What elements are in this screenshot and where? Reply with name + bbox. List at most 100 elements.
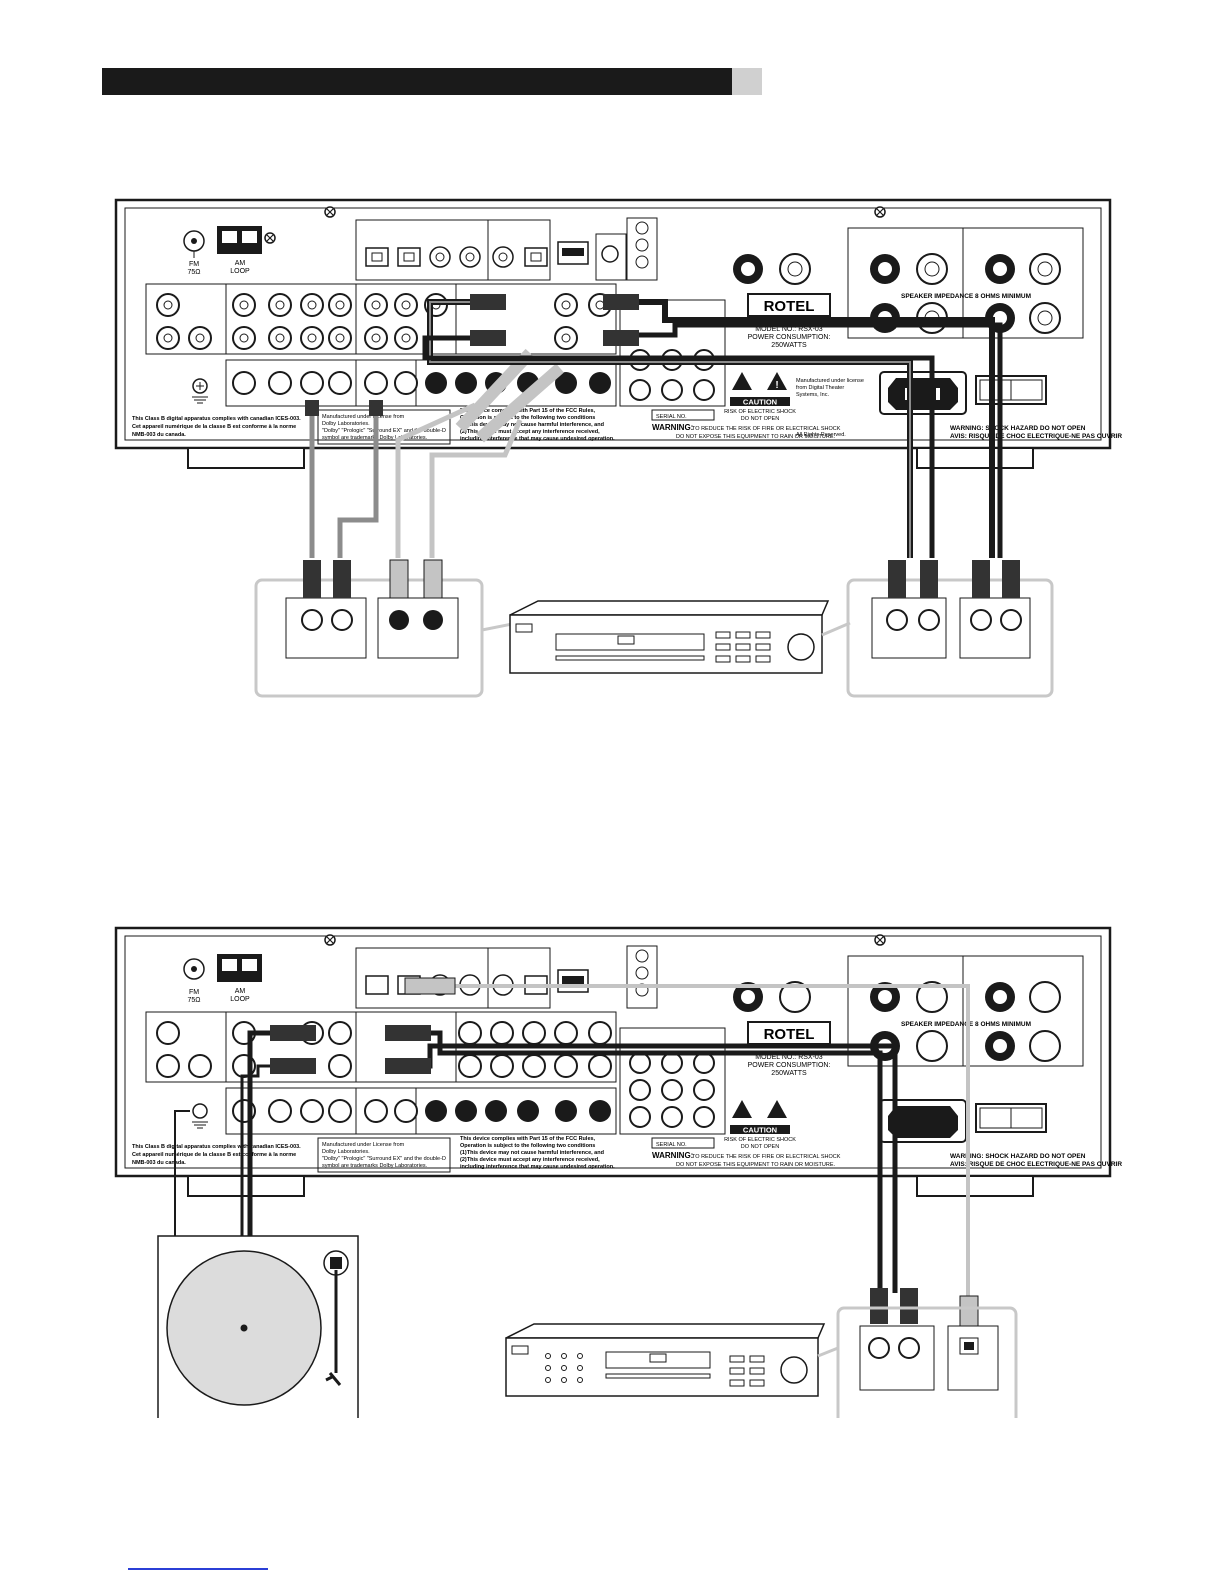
coaxial-input-jack [459,246,481,268]
dolby-line-2: Dolby Laboratories. [322,1149,370,1155]
section-header-bar [102,68,732,95]
risk-label-2: DO NOT OPEN [741,416,779,422]
optical-input-jack [365,975,389,995]
caution-icon: ! [732,372,787,391]
panel-screw [264,232,276,244]
ac-power-inlet [879,371,967,415]
warning-line-2: DO NOT EXPOSE THIS EQUIPMENT TO RAIN OR … [676,1162,835,1168]
dolby-line-3: "Dolby" "Prologic" "Surround EX" and the… [322,428,446,434]
fcc-line-1: This device complies with Part 15 of the… [460,408,596,414]
ices-line-1: This Class B digital apparatus complies … [132,1144,301,1150]
dolby-line-2: Dolby Laboratories. [322,421,370,427]
fm-ohm-label: 75Ω [187,269,200,276]
brand-logo: ROTEL [764,298,815,315]
cd-player [481,600,851,674]
fm-ohm-label: 75Ω [187,997,200,1004]
ground-terminal-icon [192,1103,208,1129]
s-video-jack-row [425,1100,611,1122]
am-loop-label: LOOP [230,268,250,275]
am-loop-terminal [217,226,262,254]
rca-jack-row [232,293,612,350]
warning-line-2: DO NOT EXPOSE THIS EQUIPMENT TO RAIN OR … [676,434,835,440]
cd-connection-box [836,1306,1018,1418]
model-label: MODEL NO.: RSX-03 [755,1054,823,1061]
ground-terminal-icon [192,378,208,404]
cd-player [505,1323,839,1397]
fcc-line-3: (1)This device may not cause harmful int… [460,1150,604,1156]
am-label: AM [235,988,246,995]
fcc-line-2: Operation is subject to the following tw… [460,1143,595,1149]
receiver-rear-panel: FM 75Ω AM LOOP [114,926,1122,1197]
am-label: AM [235,260,246,267]
shock-warning: WARNING: SHOCK HAZARD DO NOT OPEN [950,425,1086,432]
optical-input-jack [365,247,389,267]
dolby-line-1: Manufactured under License from [322,1142,405,1148]
fm-antenna-jack [183,230,205,258]
power-label-2: 250WATTS [771,342,807,349]
power-label-2: 250WATTS [771,1070,807,1077]
fcc-line-3: (1)This device may not cause harmful int… [460,422,604,428]
tape-out-cable [422,294,1003,558]
fcc-line-1: This device complies with Part 15 of the… [460,1136,596,1142]
rs232-port [557,241,589,265]
panel-screw [324,206,336,218]
fm-label: FM [189,261,199,268]
am-loop-label: LOOP [230,996,250,1003]
phono-cable [174,1025,316,1236]
optical-digital-cable [404,977,979,1327]
footer-link-underline [128,1568,268,1570]
ices-line-3: NMB-003 du canada. [132,432,186,438]
panel-screw [874,934,886,946]
fcc-line-5: including interference that may cause un… [460,1164,615,1170]
section-header-tab [732,68,762,95]
rca-jack [156,326,180,350]
dts-license-1: Manufactured under license [796,378,864,384]
dolby-line-4: symbol are trademarks Dolby Laboratories… [322,1163,428,1169]
fcc-line-5: including interference that may cause un… [460,436,615,442]
warning-word: WARNING: [652,1151,693,1160]
rca-jack [156,293,180,317]
serial-label: SERIAL NO. [656,414,687,420]
caution-label: CAUTION [743,398,777,407]
fcc-line-4: (2)This device must accept any interfere… [460,1157,600,1163]
optical-input-jack [397,247,421,267]
warning-line-1: TO REDUCE THE RISK OF FIRE OR ELECTRICAL… [692,1154,841,1160]
am-loop-terminal [217,954,262,982]
ices-line-1: This Class B digital apparatus complies … [132,416,301,422]
source-connection-box [254,559,484,698]
brand-logo: ROTEL [764,1026,815,1043]
power-label-1: POWER CONSUMPTION: [748,334,831,341]
svg-text:!: ! [775,380,778,391]
dolby-line-3: "Dolby" "Prologic" "Surround EX" and the… [322,1156,446,1162]
fm-antenna-jack [183,958,205,980]
dts-license-3: Systems, Inc. [796,392,829,398]
serial-label: SERIAL NO. [656,1142,687,1148]
tape-deck-connection-box [846,560,1054,698]
coaxial-input-jack [429,246,451,268]
connection-diagram-top: FM 75Ω AM LOOP [114,198,1122,698]
ices-line-2: Cet appareil numérique de la classe B es… [132,424,296,430]
fcc-line-4: (2)This device must accept any interfere… [460,429,600,435]
connection-diagram-bottom: FM 75Ω AM LOOP [114,926,1122,1418]
rca-jack-row [629,1052,715,1128]
rca-jack-row [232,371,418,395]
shock-avis: AVIS: RISQUE DE CHOC ELECTRIQUE-NE PAS O… [950,1161,1122,1168]
caution-label: CAUTION [743,1126,777,1135]
turntable [157,1235,359,1418]
model-label: MODEL NO.: RSX-03 [755,326,823,333]
power-switch [975,375,1047,405]
fm-label: FM [189,989,199,996]
shock-warning: WARNING: SHOCK HAZARD DO NOT OPEN [950,1153,1086,1160]
ices-line-3: NMB-003 du canada. [132,1160,186,1166]
dts-license-4: All Rights Reserved. [796,432,846,438]
panel-screw [874,206,886,218]
dolby-line-1: Manufactured under License from [322,414,405,420]
coaxial-output-jack [492,246,514,268]
speaker-impedance-label: SPEAKER IMPEDANCE 8 OHMS MINIMUM [901,293,1031,300]
risk-label-2: DO NOT OPEN [741,1144,779,1150]
power-switch [975,1103,1047,1133]
cd-audio-cable [385,1025,918,1324]
caution-icon [732,1100,787,1118]
power-label-1: POWER CONSUMPTION: [748,1062,831,1069]
fcc-line-2: Operation is subject to the following tw… [460,415,595,421]
